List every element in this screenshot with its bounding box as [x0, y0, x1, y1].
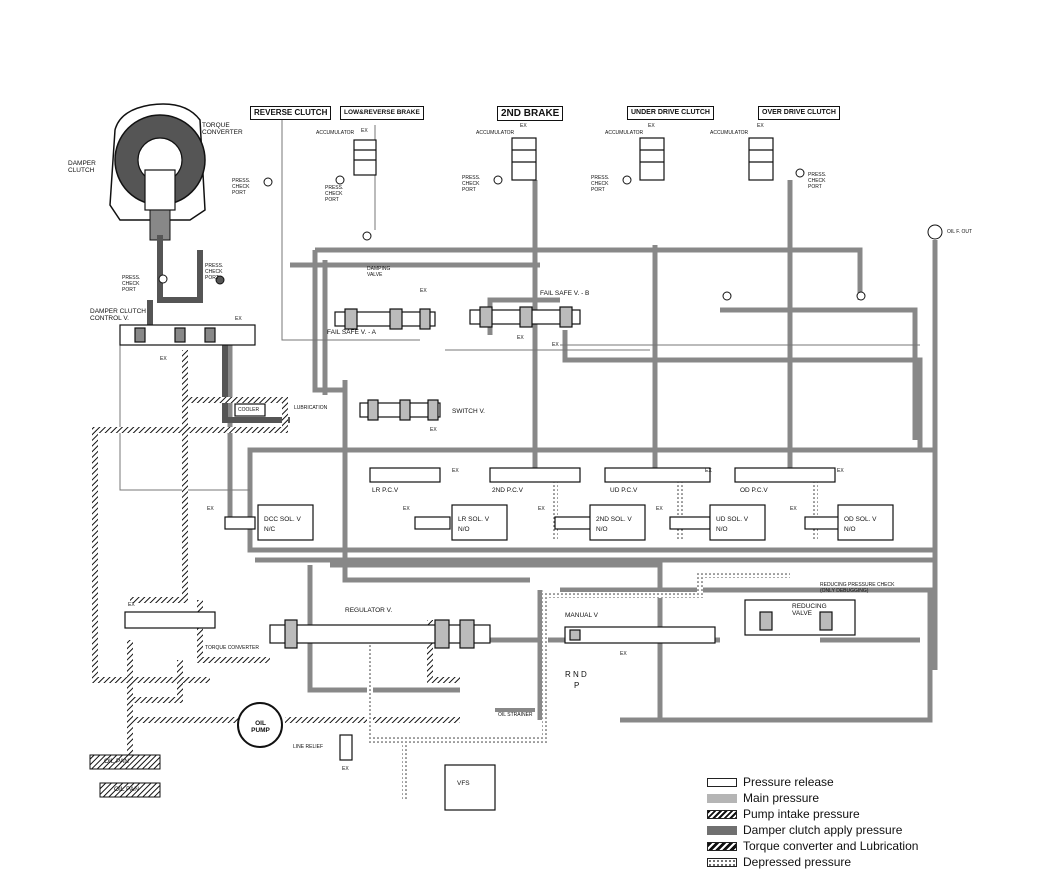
dcc-sol-label: DCC SOL. V — [264, 516, 301, 523]
line-relief-label: LINE RELIEF — [293, 744, 324, 750]
damping-valve-label: DAMPING VALVE — [367, 266, 391, 278]
oil-pump-label: OIL PUMP — [251, 720, 270, 734]
ex-od-sol: EX — [790, 506, 797, 512]
ex-relief-label: EX — [342, 766, 349, 772]
ex-sw-label: EX — [430, 427, 437, 433]
second-pcv-label: 2ND P.C.V — [492, 487, 523, 494]
ex-dcc2-label: EX — [160, 356, 167, 362]
solenoid-bodies — [257, 504, 894, 811]
press-check-port-od: PRESS. CHECK PORT — [808, 172, 827, 190]
legend-swatch-main — [707, 794, 737, 803]
lr-sol-no: N/O — [458, 526, 470, 533]
press-check-port-2nd: PRESS. CHECK PORT — [462, 175, 481, 193]
legend-swatch-intake — [707, 810, 737, 819]
torque-converter-valve-label: TORQUE CONVERTER — [205, 645, 259, 651]
ex-tc-label: EX — [128, 602, 135, 608]
legend-label: Damper clutch apply pressure — [743, 823, 903, 837]
vfs-label: VFS — [457, 780, 470, 787]
ex-fs-label: EX — [420, 288, 427, 294]
legend-label: Main pressure — [743, 791, 820, 805]
damper-clutch-control-label: DAMPER CLUTCH CONTROL V. — [90, 308, 146, 322]
rnd-label: R N D — [565, 670, 587, 679]
accumulator-od-label: ACCUMULATOR — [710, 130, 749, 136]
ud-sol-label: UD SOL. V — [716, 516, 749, 523]
oil-f-out-label: OIL F. OUT — [947, 229, 973, 235]
main-pressure-lines — [227, 180, 938, 723]
under-drive-clutch-title: UNDER DRIVE CLUTCH — [627, 106, 714, 120]
ex-dcc-sol: EX — [207, 506, 214, 512]
manual-v-label: MANUAL V — [565, 612, 598, 619]
fail-safe-a-label: FAIL SAFE V. - A — [327, 329, 377, 336]
legend-label: Depressed pressure — [743, 855, 852, 869]
cooler-label: COOLER — [238, 407, 260, 413]
press-check-port-ud: PRESS. CHECK PORT — [591, 175, 610, 193]
ex-fsb-label: EX — [517, 335, 524, 341]
regulator-v-label: REGULATOR V. — [345, 607, 393, 614]
press-check-port-dc1: PRESS. CHECK PORT — [122, 275, 141, 293]
ex-lr-sol: EX — [403, 506, 410, 512]
second-sol-label: 2ND SOL. V — [596, 516, 632, 523]
pressure-check-ports — [158, 168, 943, 301]
press-check-port-rc: PRESS. CHECK PORT — [232, 178, 251, 196]
od-pcv-label: OD P.C.V — [740, 487, 768, 494]
ex-manual-label: EX — [620, 651, 627, 657]
ex-ud-sol: EX — [656, 506, 663, 512]
ud-pcv-label: UD P.C.V — [610, 487, 638, 494]
legend-label: Pump intake pressure — [743, 807, 860, 821]
legend-swatch-depressed — [707, 858, 737, 867]
second-brake-title: 2ND BRAKE — [497, 106, 564, 121]
accumulators — [353, 137, 774, 181]
torque-converter — [109, 103, 206, 241]
second-sol-no: N/O — [596, 526, 608, 533]
accumulator-lrb-label: ACCUMULATOR — [316, 130, 355, 136]
legend-swatch-lubrication — [707, 842, 737, 851]
reverse-clutch-title: REVERSE CLUTCH — [250, 106, 332, 120]
ex-od-label: EX — [757, 123, 764, 129]
ex-2nd-sol: EX — [538, 506, 545, 512]
ex-lrb-label: EX — [361, 128, 368, 134]
legend-label: Pressure release — [743, 775, 834, 789]
lubrication-label: LUBRICATION — [294, 405, 328, 411]
ud-sol-no: N/O — [716, 526, 728, 533]
p-label: P — [574, 681, 580, 690]
dcc-sol-nc: N/C — [264, 526, 276, 533]
ex-ud-pcv-label: EX — [705, 468, 712, 474]
od-sol-no: N/O — [844, 526, 856, 533]
lr-pcv-label: LR P.C.V — [372, 487, 399, 494]
lr-sol-label: LR SOL. V — [458, 516, 490, 523]
legend-swatch-release — [707, 778, 737, 787]
legend-swatch-damper — [707, 826, 737, 835]
switch-v-label: SWITCH V. — [452, 408, 485, 415]
press-check-port-lrb: PRESS. CHECK PORT — [325, 185, 344, 203]
low-reverse-brake-title: LOW&REVERSE BRAKE — [340, 106, 424, 120]
legend-label: Torque converter and Lubrication — [743, 839, 919, 853]
cooler-box — [234, 403, 266, 417]
oil-pan-top-label: OIL PAN — [104, 758, 129, 765]
oil-pan-bottom-label: OIL PAN — [114, 786, 139, 793]
ex-ud-label: EX — [648, 123, 655, 129]
reducing-valve-label: REDUCING VALVE — [792, 603, 827, 617]
oil-pan — [89, 754, 161, 798]
torque-converter-label: TORQUE CONVERTER — [202, 122, 243, 136]
damper-clutch-label: DAMPER CLUTCH — [68, 160, 96, 174]
ex-dcc-label: EX — [235, 316, 242, 322]
oil-pump — [237, 702, 283, 748]
oil-strainer-marker — [495, 708, 535, 712]
over-drive-clutch-title: OVER DRIVE CLUTCH — [758, 106, 840, 120]
reducing-check-label: REDUCING PRESSURE CHECK (ONLY DEBUGGING) — [820, 582, 895, 594]
ex-od-pcv-label: EX — [837, 468, 844, 474]
fail-safe-b-label: FAIL SAFE V. - B — [540, 290, 590, 297]
accumulator-2nd-label: ACCUMULATOR — [476, 130, 515, 136]
depressed-lines — [367, 480, 818, 800]
od-sol-label: OD SOL. V — [844, 516, 877, 523]
oil-strainer-label: OIL STRAINER — [498, 712, 533, 718]
valves — [119, 306, 856, 761]
accumulator-ud-label: ACCUMULATOR — [605, 130, 644, 136]
press-check-port-dc2: PRESS. CHECK PORT — [205, 263, 224, 281]
ex-fsb2-label: EX — [552, 342, 559, 348]
lubrication-lines — [92, 350, 460, 760]
ex-lr-label: EX — [452, 468, 459, 474]
ex-2nd-label: EX — [520, 123, 527, 129]
